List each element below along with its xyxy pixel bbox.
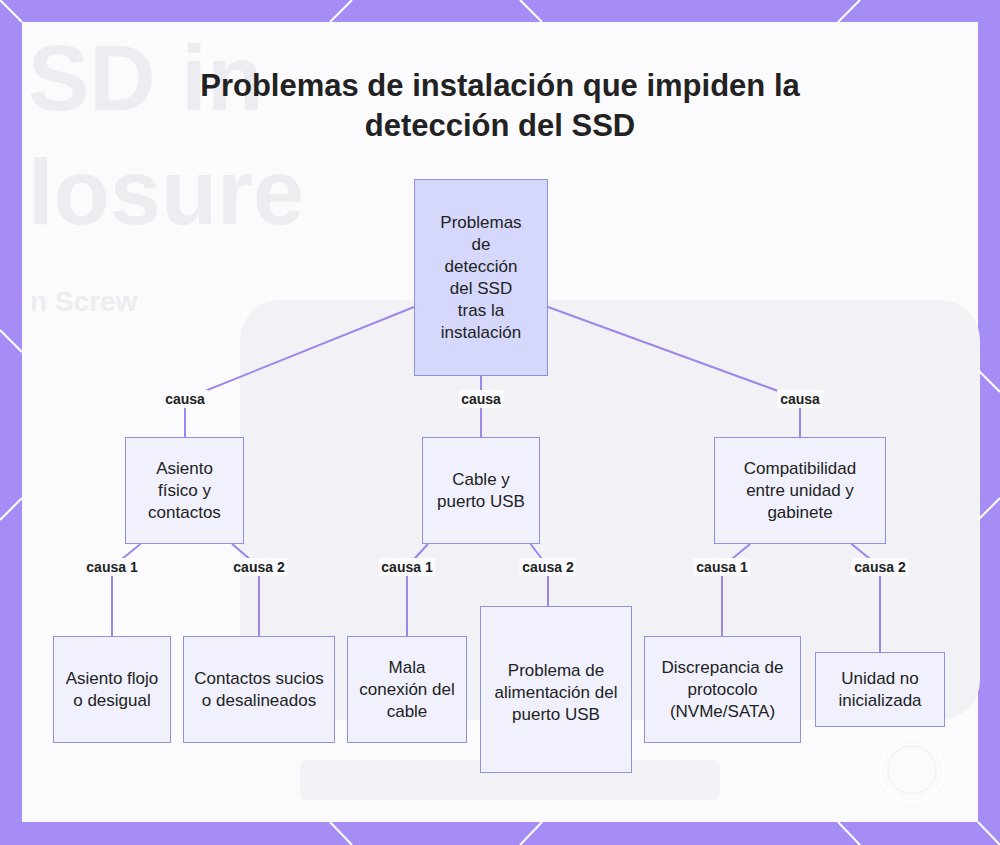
- cause-box: Problema de alimentación del puerto USB: [480, 606, 632, 773]
- corner-line: [0, 0, 22, 22]
- edge-label: causa 2: [519, 558, 576, 576]
- corner-line: [0, 498, 22, 520]
- box-text: Cable y puerto USB: [431, 469, 531, 513]
- corner-line: [330, 0, 352, 22]
- corner-line: [0, 330, 22, 352]
- cause-box: Discrepancia de protocolo (NVMe/SATA): [644, 636, 801, 743]
- cause-box: Asiento flojo o desigual: [53, 636, 171, 743]
- watermark-text: losure: [28, 142, 304, 243]
- corner-line: [978, 822, 1000, 845]
- corner-line: [978, 370, 1000, 392]
- box-text: Asiento flojo o desigual: [62, 668, 162, 712]
- diagram-title: Problemas de instalación que impiden la …: [200, 66, 800, 146]
- corner-line: [838, 822, 860, 845]
- logo-circle-inner: [888, 746, 936, 794]
- root-box: Problemas de detección del SSD tras la i…: [414, 179, 548, 376]
- box-text: Asiento físico y contactos: [134, 458, 235, 524]
- box-text: Discrepancia de protocolo (NVMe/SATA): [653, 657, 792, 723]
- box-text: Problemas de detección del SSD tras la i…: [435, 212, 527, 344]
- corner-line: [330, 822, 352, 845]
- box-text: Unidad no inicializada: [822, 668, 938, 712]
- box-text: Contactos sucios o desalineados: [192, 668, 326, 712]
- edge-label: causa 1: [693, 558, 750, 576]
- connector-line: [185, 307, 414, 437]
- logo-circle: [880, 738, 944, 802]
- edge-label: causa 2: [230, 558, 287, 576]
- cause-box: Unidad no inicializada: [815, 652, 945, 727]
- watermark-text: n Screw: [30, 286, 137, 317]
- edge-label: causa 2: [851, 558, 908, 576]
- corner-line: [978, 498, 1000, 520]
- cause-box: Compatibilidad entre unidad y gabinete: [714, 437, 886, 544]
- corner-line: [520, 0, 542, 22]
- corner-line: [520, 822, 542, 845]
- edge-label: causa 1: [378, 558, 435, 576]
- cause-box: Asiento físico y contactos: [125, 437, 244, 544]
- cause-box: Cable y puerto USB: [422, 437, 540, 544]
- connector-line: [548, 307, 800, 437]
- box-text: Problema de alimentación del puerto USB: [489, 660, 623, 726]
- edge-label: causa: [162, 390, 208, 408]
- box-text: Compatibilidad entre unidad y gabinete: [725, 458, 875, 524]
- edge-label: causa 1: [83, 558, 140, 576]
- edge-label: causa: [458, 390, 504, 408]
- edge-label: causa: [777, 390, 823, 408]
- box-text: Mala conexión del cable: [356, 657, 458, 723]
- corner-line: [838, 0, 860, 22]
- cause-box: Contactos sucios o desalineados: [183, 636, 335, 743]
- cause-box: Mala conexión del cable: [347, 636, 467, 743]
